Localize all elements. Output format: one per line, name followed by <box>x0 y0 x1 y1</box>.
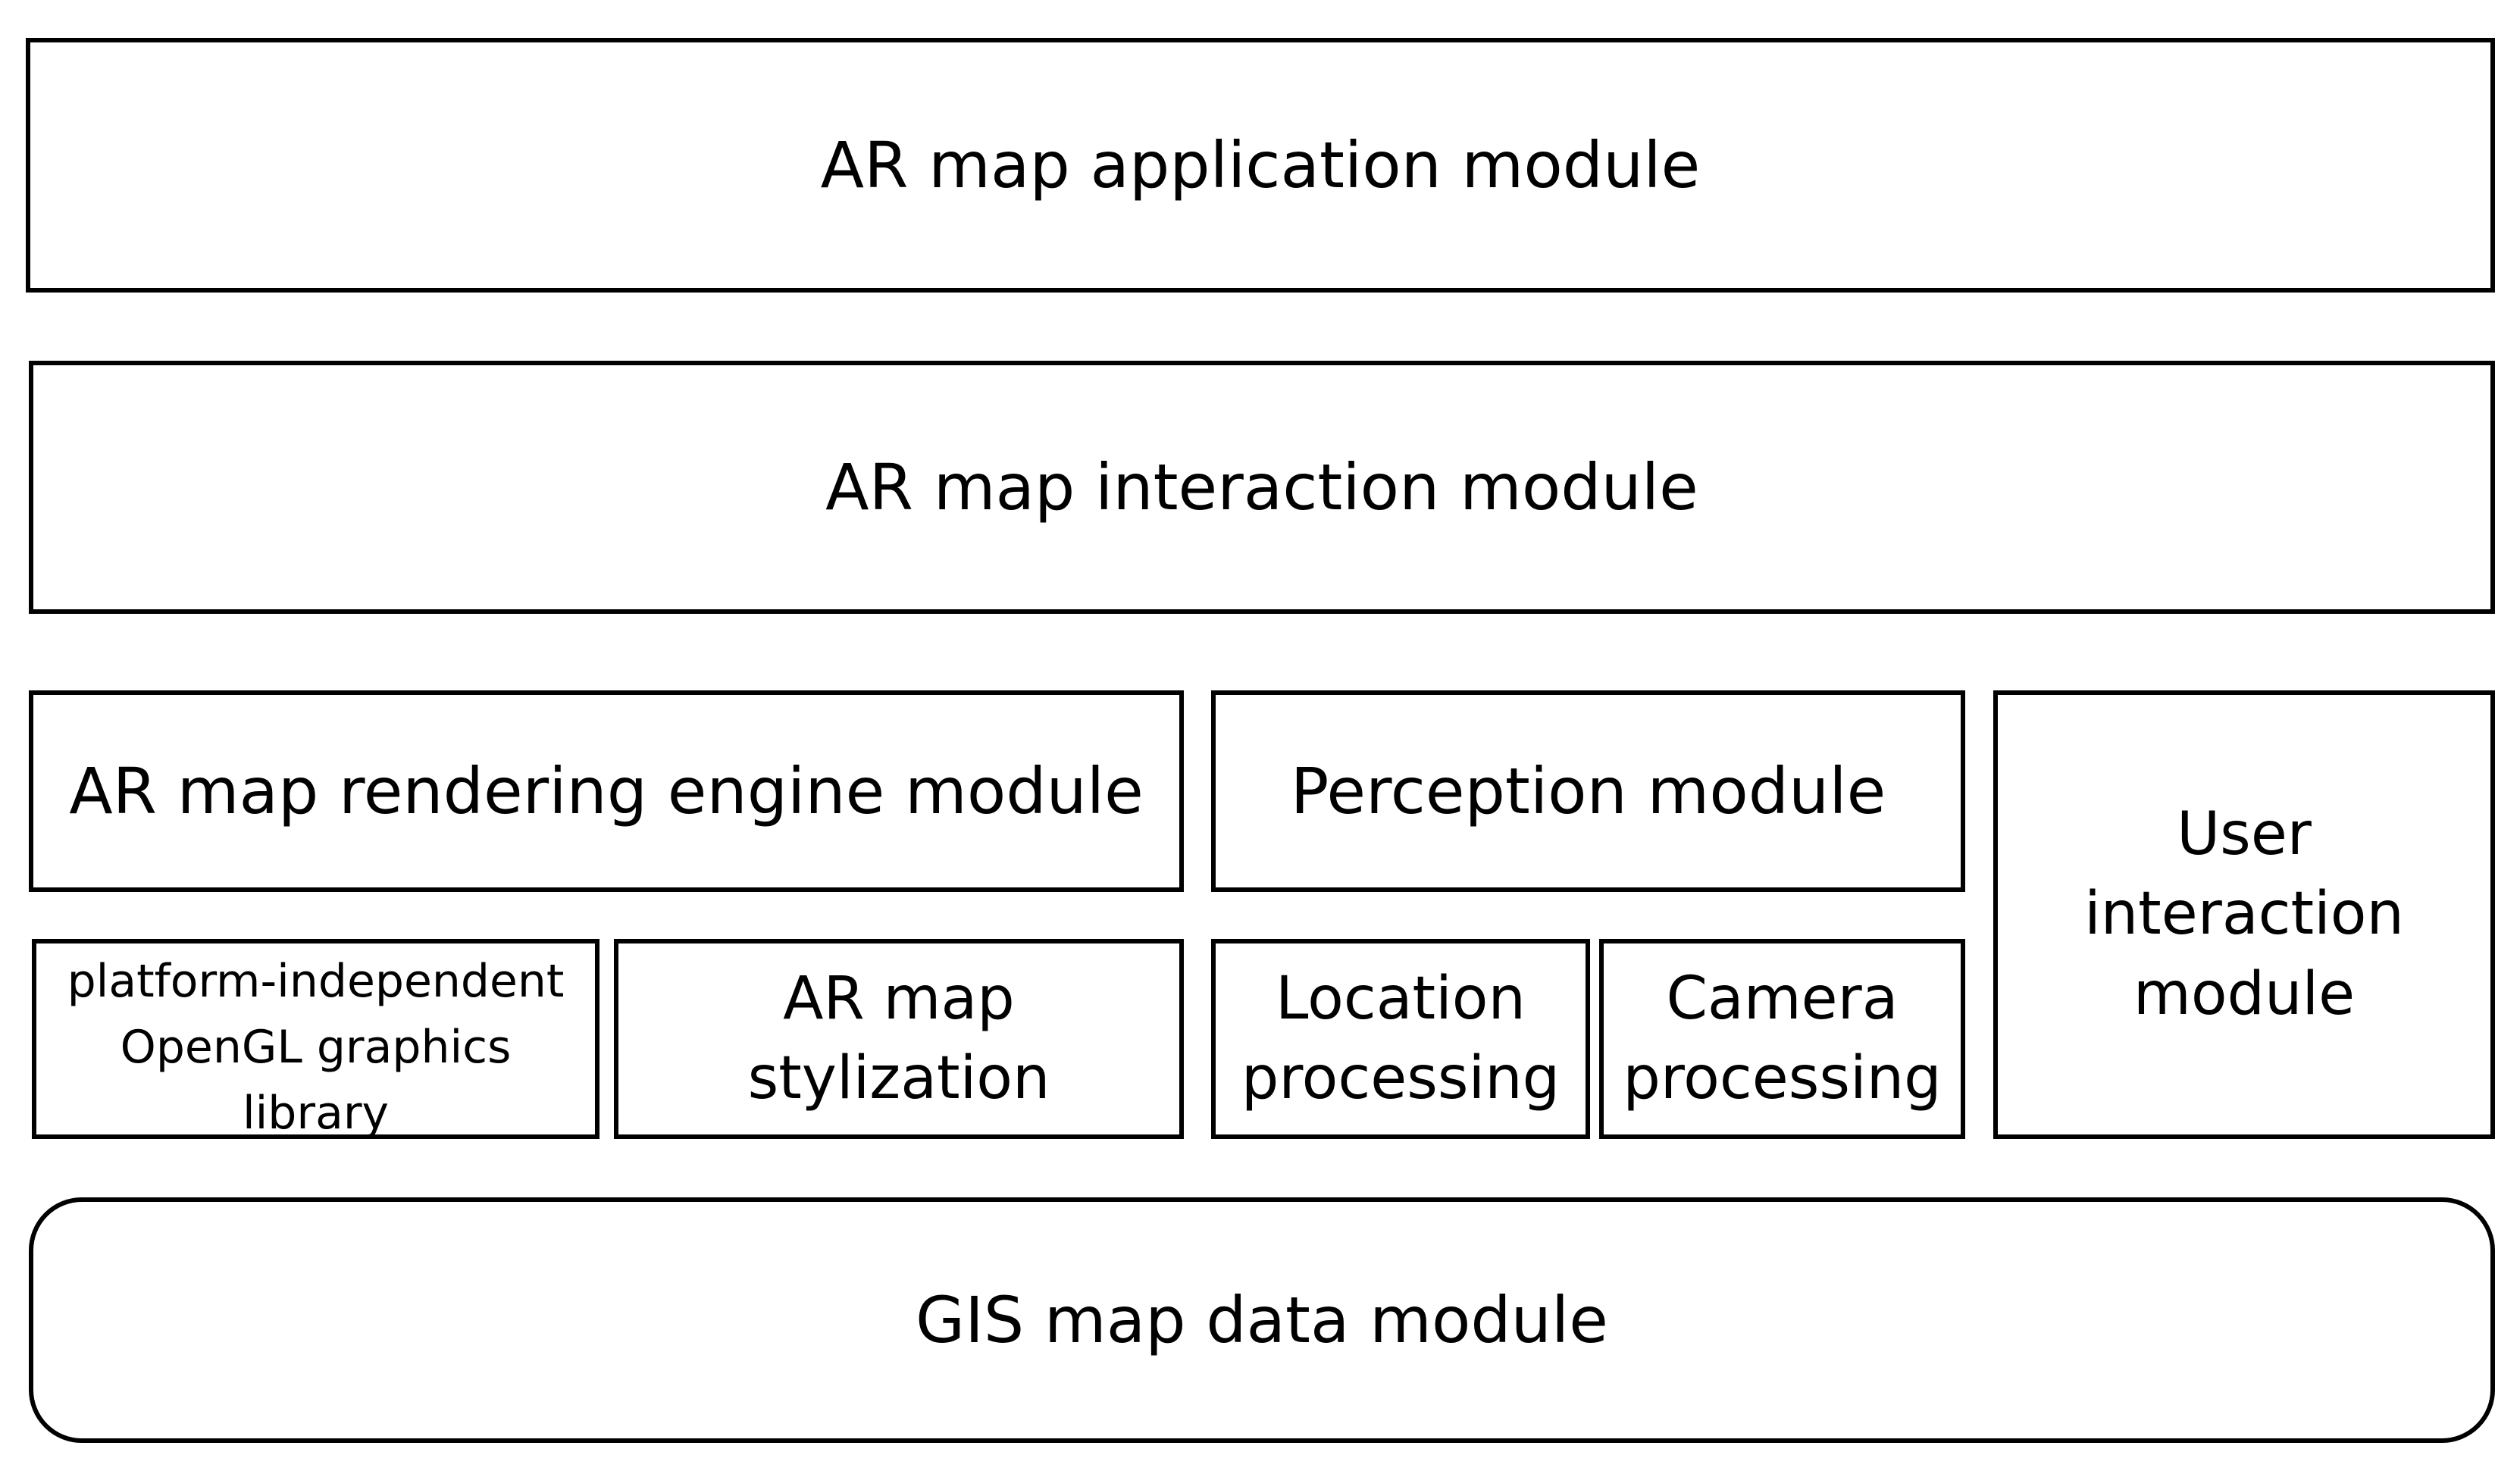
ar-map-rendering-engine-module-box: AR map rendering engine module <box>29 690 1184 892</box>
user-interaction-module-label: User interaction module <box>2084 800 2404 1028</box>
ar-map-interaction-module-label: AR map interaction module <box>825 449 1698 524</box>
perception-module-label: Perception module <box>1290 753 1886 828</box>
ar-map-rendering-engine-module-label: AR map rendering engine module <box>69 753 1144 828</box>
ar-map-interaction-module-box: AR map interaction module <box>29 361 2495 614</box>
camera-processing-box: Camera processing <box>1599 939 1965 1139</box>
ar-map-stylization-label: AR map stylization <box>747 964 1050 1112</box>
user-interaction-module-box: User interaction module <box>1993 690 2495 1139</box>
camera-processing-label: Camera processing <box>1623 964 1942 1112</box>
ar-map-stylization-box: AR map stylization <box>614 939 1184 1139</box>
gis-map-data-module-label: GIS map data module <box>916 1282 1608 1357</box>
opengl-graphics-library-label: platform-independent OpenGL graphics lib… <box>67 954 565 1140</box>
opengl-graphics-library-box: platform-independent OpenGL graphics lib… <box>32 939 599 1140</box>
location-processing-label: Location processing <box>1241 964 1561 1112</box>
perception-module-box: Perception module <box>1211 690 1965 892</box>
location-processing-box: Location processing <box>1211 939 1590 1139</box>
gis-map-data-module-box: GIS map data module <box>29 1197 2495 1443</box>
ar-map-application-module-box: AR map application module <box>26 38 2495 293</box>
ar-map-application-module-label: AR map application module <box>820 127 1701 202</box>
